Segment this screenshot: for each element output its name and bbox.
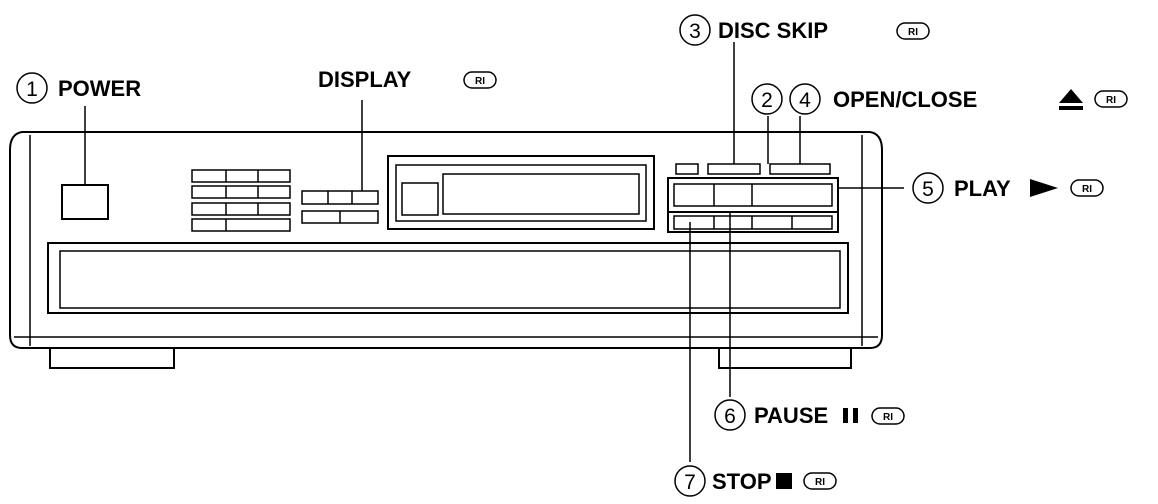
callout-number-circle (912, 172, 944, 204)
leader-lines (84, 42, 904, 462)
open-close-button[interactable] (769, 163, 831, 175)
play-label: PLAY (954, 176, 1011, 201)
svg-text:4: 4 (799, 89, 811, 112)
callout-number-circle (789, 83, 821, 115)
eject-icon (1059, 89, 1083, 110)
remote-icon: RI (1070, 179, 1104, 197)
program-button-grid[interactable] (191, 169, 291, 232)
display-window (387, 155, 655, 230)
label-pause: 6 PAUSE RI (714, 399, 905, 431)
right-foot (718, 347, 852, 369)
callout-number: 1 (26, 78, 38, 101)
callout-number-circle (16, 72, 48, 104)
small-top-button[interactable] (675, 163, 699, 175)
callout-number-circle (751, 83, 783, 115)
label-stop: 7 STOP RI (674, 465, 837, 497)
svg-text:RI: RI (883, 412, 893, 423)
pause-icon (843, 408, 858, 423)
stop-icon (776, 473, 792, 489)
label-play: 5 PLAY RI (912, 172, 1104, 204)
remote-icon: RI (463, 71, 497, 89)
remote-icon: RI (803, 472, 837, 490)
svg-text:5: 5 (922, 178, 934, 201)
display-button-group[interactable] (301, 190, 379, 224)
disc-skip-button[interactable] (707, 163, 761, 175)
svg-text:RI: RI (1082, 184, 1092, 195)
power-label: POWER (58, 76, 141, 101)
left-foot (49, 347, 175, 369)
label-display: DISPLAY RI (318, 67, 497, 92)
power-button[interactable] (61, 184, 109, 220)
play-icon (1030, 179, 1058, 197)
disc-tray (47, 242, 849, 314)
svg-text:3: 3 (689, 20, 701, 43)
svg-text:6: 6 (724, 405, 736, 428)
display-label: DISPLAY (318, 67, 412, 92)
remote-icon: RI (896, 22, 930, 40)
transport-buttons[interactable] (667, 177, 839, 233)
callout-number-circle (679, 14, 711, 46)
svg-text:RI: RI (908, 27, 918, 38)
svg-text:2: 2 (761, 89, 773, 112)
label-open-close: 2 4 OPEN/CLOSE RI (751, 83, 1128, 115)
svg-text:RI: RI (815, 477, 825, 488)
disc-skip-label: DISC SKIP (718, 18, 828, 43)
pause-label: PAUSE (754, 403, 828, 428)
remote-icon: RI (1094, 90, 1128, 108)
label-power: 1 POWER (16, 72, 141, 104)
open-close-label: OPEN/CLOSE (833, 87, 977, 112)
cd-player-body (9, 131, 883, 349)
remote-icon: RI (871, 407, 905, 425)
label-disc-skip: 3 DISC SKIP RI (679, 14, 930, 46)
callout-number-circle (674, 465, 706, 497)
stop-label: STOP (712, 469, 772, 494)
svg-text:7: 7 (684, 471, 696, 494)
callout-number-circle (714, 399, 746, 431)
svg-text:RI: RI (1106, 95, 1116, 106)
svg-text:RI: RI (475, 76, 485, 87)
